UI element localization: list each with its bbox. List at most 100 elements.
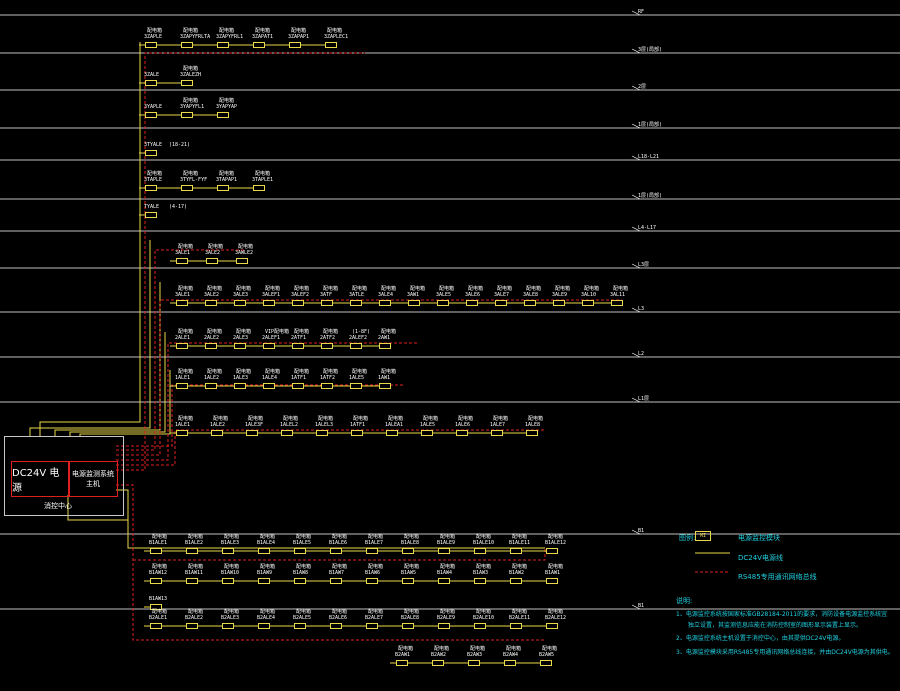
monitor-module[interactable]: [181, 80, 193, 86]
monitor-module[interactable]: [150, 548, 162, 554]
monitor-module[interactable]: [553, 300, 565, 306]
monitor-module[interactable]: [236, 258, 248, 264]
monitor-module[interactable]: [145, 42, 157, 48]
monitor-module[interactable]: [234, 343, 246, 349]
monitor-module[interactable]: [145, 212, 157, 218]
monitor-module[interactable]: [330, 548, 342, 554]
monitor-module[interactable]: [321, 300, 333, 306]
monitor-module[interactable]: [330, 623, 342, 629]
monitor-module[interactable]: [491, 430, 503, 436]
monitor-module[interactable]: [211, 430, 223, 436]
monitor-module[interactable]: [263, 383, 275, 389]
monitor-module[interactable]: [150, 578, 162, 584]
monitor-module[interactable]: [474, 548, 486, 554]
monitor-module[interactable]: [263, 300, 275, 306]
monitor-host[interactable]: 电源监测系统主机: [68, 461, 118, 497]
monitor-module[interactable]: [145, 80, 157, 86]
monitor-module[interactable]: [396, 660, 408, 666]
monitor-module[interactable]: [186, 578, 198, 584]
monitor-module[interactable]: [321, 343, 333, 349]
monitor-module[interactable]: [176, 383, 188, 389]
monitor-module[interactable]: [379, 383, 391, 389]
monitor-module[interactable]: [316, 430, 328, 436]
monitor-module[interactable]: [366, 623, 378, 629]
monitor-module[interactable]: [540, 660, 552, 666]
monitor-module[interactable]: [145, 185, 157, 191]
monitor-module[interactable]: [438, 578, 450, 584]
monitor-module[interactable]: [205, 343, 217, 349]
monitor-module[interactable]: [176, 343, 188, 349]
monitor-module[interactable]: [546, 623, 558, 629]
monitor-module[interactable]: [205, 300, 217, 306]
monitor-module[interactable]: [222, 548, 234, 554]
monitor-module[interactable]: [217, 42, 229, 48]
monitor-module[interactable]: [292, 383, 304, 389]
monitor-module[interactable]: [504, 660, 516, 666]
monitor-module[interactable]: [294, 578, 306, 584]
monitor-module[interactable]: [321, 383, 333, 389]
monitor-module[interactable]: [206, 258, 218, 264]
monitor-module[interactable]: [546, 578, 558, 584]
monitor-module[interactable]: [350, 343, 362, 349]
monitor-module[interactable]: [217, 112, 229, 118]
monitor-module[interactable]: [258, 623, 270, 629]
monitor-module[interactable]: [205, 383, 217, 389]
monitor-module[interactable]: [263, 343, 275, 349]
monitor-module[interactable]: [222, 578, 234, 584]
monitor-module[interactable]: [234, 383, 246, 389]
monitor-module[interactable]: [150, 604, 162, 610]
monitor-module[interactable]: [495, 300, 507, 306]
monitor-module[interactable]: [379, 343, 391, 349]
monitor-module[interactable]: [246, 430, 258, 436]
monitor-module[interactable]: [408, 300, 420, 306]
monitor-module[interactable]: [546, 548, 558, 554]
monitor-module[interactable]: [437, 300, 449, 306]
monitor-module[interactable]: [466, 300, 478, 306]
monitor-module[interactable]: [402, 578, 414, 584]
monitor-module[interactable]: [292, 343, 304, 349]
monitor-module[interactable]: [186, 548, 198, 554]
monitor-module[interactable]: [510, 548, 522, 554]
monitor-module[interactable]: [402, 548, 414, 554]
monitor-module[interactable]: [294, 623, 306, 629]
monitor-module[interactable]: [294, 548, 306, 554]
monitor-module[interactable]: [176, 430, 188, 436]
monitor-module[interactable]: [421, 430, 433, 436]
monitor-module[interactable]: [253, 185, 265, 191]
monitor-module[interactable]: [510, 578, 522, 584]
monitor-module[interactable]: [386, 430, 398, 436]
monitor-module[interactable]: [526, 430, 538, 436]
monitor-module[interactable]: [234, 300, 246, 306]
monitor-module[interactable]: [222, 623, 234, 629]
monitor-module[interactable]: [474, 578, 486, 584]
monitor-module[interactable]: [181, 185, 193, 191]
monitor-module[interactable]: [438, 623, 450, 629]
monitor-module[interactable]: [474, 623, 486, 629]
monitor-module[interactable]: [456, 430, 468, 436]
monitor-module[interactable]: [351, 430, 363, 436]
monitor-module[interactable]: [181, 42, 193, 48]
monitor-module[interactable]: [289, 42, 301, 48]
monitor-module[interactable]: [253, 42, 265, 48]
monitor-module[interactable]: [145, 150, 157, 156]
monitor-module[interactable]: [379, 300, 391, 306]
monitor-module[interactable]: [217, 185, 229, 191]
monitor-module[interactable]: [181, 112, 193, 118]
dc24v-power-supply[interactable]: DC24V 电源: [11, 461, 70, 497]
monitor-module[interactable]: [292, 300, 304, 306]
monitor-module[interactable]: [582, 300, 594, 306]
monitor-module[interactable]: [325, 42, 337, 48]
monitor-module[interactable]: [402, 623, 414, 629]
monitor-module[interactable]: [366, 548, 378, 554]
monitor-module[interactable]: [176, 258, 188, 264]
monitor-module[interactable]: [438, 548, 450, 554]
monitor-module[interactable]: [432, 660, 444, 666]
monitor-module[interactable]: [330, 578, 342, 584]
monitor-module[interactable]: [350, 300, 362, 306]
monitor-module[interactable]: [468, 660, 480, 666]
monitor-module[interactable]: [524, 300, 536, 306]
monitor-module[interactable]: [150, 623, 162, 629]
monitor-module[interactable]: [366, 578, 378, 584]
monitor-module[interactable]: [186, 623, 198, 629]
monitor-module[interactable]: [145, 112, 157, 118]
